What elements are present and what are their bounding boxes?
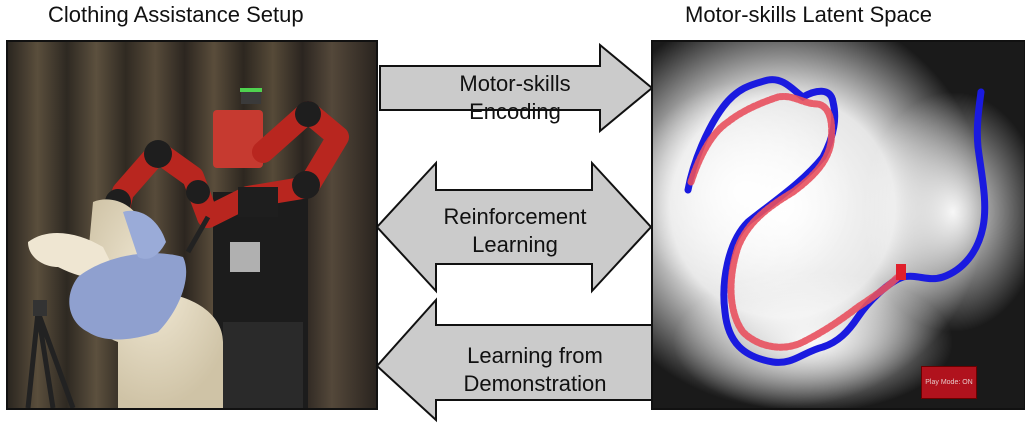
- play-mode-badge: Play Mode: ON: [921, 366, 977, 399]
- latent-space-trajectories: [653, 42, 1024, 408]
- demonstration-label: Learning from Demonstration: [463, 343, 607, 396]
- setup-title: Clothing Assistance Setup: [48, 2, 304, 27]
- latent-space-title: Motor-skills Latent Space: [685, 2, 932, 27]
- encoding-label: Motor-skills Encoding: [459, 71, 571, 124]
- learned-trajectory: [687, 92, 905, 351]
- latent-space-plot: Play Mode: ON: [651, 40, 1025, 410]
- robot-scene-illustration: [8, 42, 376, 408]
- reinforcement-label: Reinforcement Learning: [443, 204, 587, 257]
- clothing-setup-photo: [6, 40, 378, 410]
- demonstrated-trajectory: [684, 76, 989, 366]
- current-position-marker: [896, 264, 906, 280]
